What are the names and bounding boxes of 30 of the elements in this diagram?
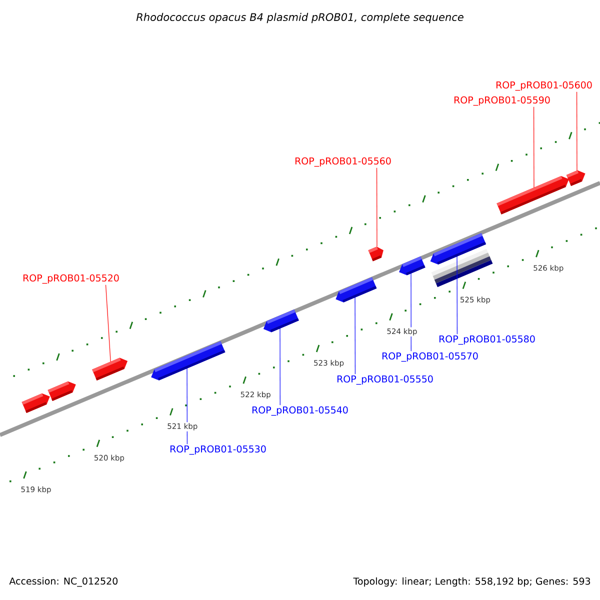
gene-label: ROP_pROB01-05550 [337, 375, 433, 385]
gene-feature [566, 170, 586, 186]
leader-line [105, 284, 111, 362]
gene-label: ROP_pROB01-05520 [23, 274, 119, 284]
title: Rhodococcus opacus B4 plasmid pROB01, complete sequence [136, 12, 464, 24]
gene-label: ROP_pROB01-05530 [170, 445, 266, 455]
gene-label: ROP_pROB01-05590 [454, 96, 550, 106]
gene-label: ROP_pROB01-05560 [295, 157, 391, 167]
gene-feature [336, 277, 377, 302]
footer-text: Topology: linear; Length: 558,192 bp; Genes: 593 [353, 577, 590, 587]
leader-line [456, 256, 458, 334]
leader-line [186, 368, 188, 444]
gene-label: ROP_pROB01-05540 [252, 406, 348, 416]
gene-feature [496, 176, 569, 214]
leader-line [354, 297, 356, 374]
gene-label: ROP_pROB01-05580 [439, 335, 535, 345]
gene-feature [399, 256, 426, 276]
gene-feature [368, 246, 384, 262]
leader-line [376, 168, 378, 247]
gene-feature [22, 393, 50, 413]
gene-feature [151, 341, 226, 380]
gene-feature [263, 309, 299, 332]
gene-feature [48, 381, 76, 401]
gene-label: ROP_pROB01-05570 [382, 352, 478, 362]
leader-line [576, 92, 578, 171]
leader-line [410, 273, 412, 352]
footer-text: Accession: NC_012520 [9, 577, 118, 587]
gene-label: ROP_pROB01-05600 [496, 81, 592, 91]
gene-bar [431, 248, 493, 288]
gene-feature [92, 358, 128, 381]
